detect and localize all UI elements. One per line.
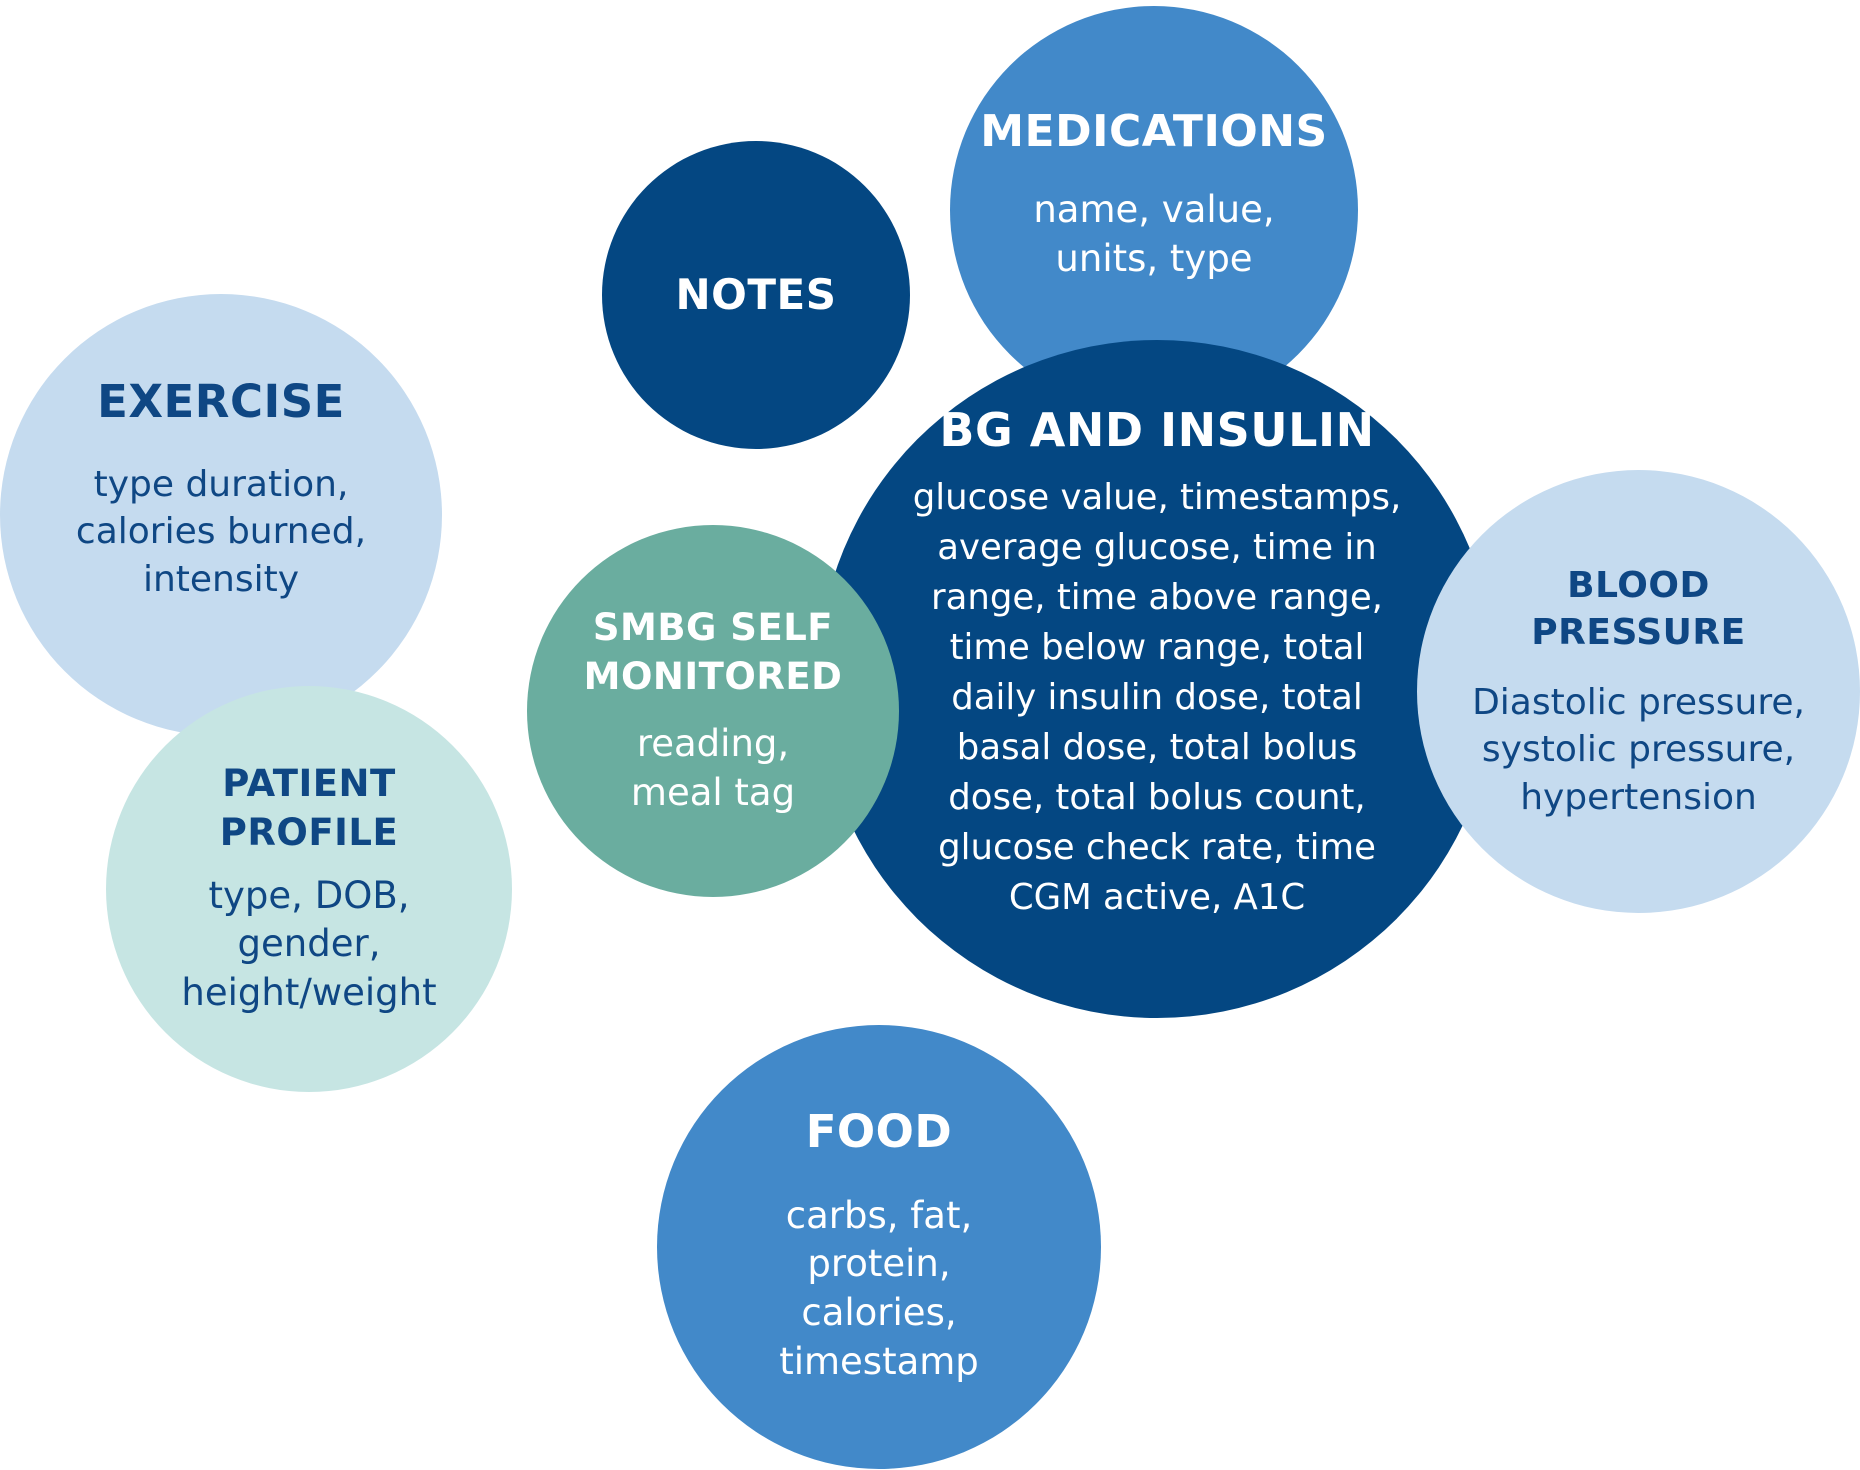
blood-pressure-title: BLOOD PRESSURE [1531,564,1746,654]
bg-insulin-bubble: BG AND INSULIN glucose value, timestamps… [818,340,1496,1018]
patient-profile-fields: type, DOB, gender, height/weight [181,873,437,1015]
bg-insulin-title: BG AND INSULIN [939,403,1375,458]
medications-title: MEDICATIONS [980,105,1328,157]
blood-pressure-bubble: BLOOD PRESSURE Diastolic pressure, systo… [1417,470,1860,913]
food-bubble: FOOD carbs, fat, protein, calories, time… [657,1025,1101,1469]
bg-insulin-fields: glucose value, timestamps, average gluco… [912,476,1402,918]
notes-title: NOTES [675,270,837,320]
patient-profile-title: PATIENT PROFILE [219,761,399,854]
food-fields: carbs, fat, protein, calories, timestamp [779,1193,979,1384]
smbg-bubble: SMBG SELF MONITORED reading, meal tag [527,525,899,897]
patient-profile-bubble: PATIENT PROFILE type, DOB, gender, heigh… [106,686,512,1092]
notes-bubble: NOTES [602,141,910,449]
exercise-title: EXERCISE [97,374,345,428]
blood-pressure-fields: Diastolic pressure, systolic pressure, h… [1472,681,1805,818]
food-title: FOOD [805,1105,953,1159]
smbg-fields: reading, meal tag [630,722,796,814]
exercise-bubble: EXERCISE type duration, calories burned,… [0,294,442,736]
medications-fields: name, value, units, type [1033,187,1275,280]
exercise-fields: type duration, calories burned, intensit… [75,463,367,600]
smbg-title: SMBG SELF MONITORED [583,606,843,699]
